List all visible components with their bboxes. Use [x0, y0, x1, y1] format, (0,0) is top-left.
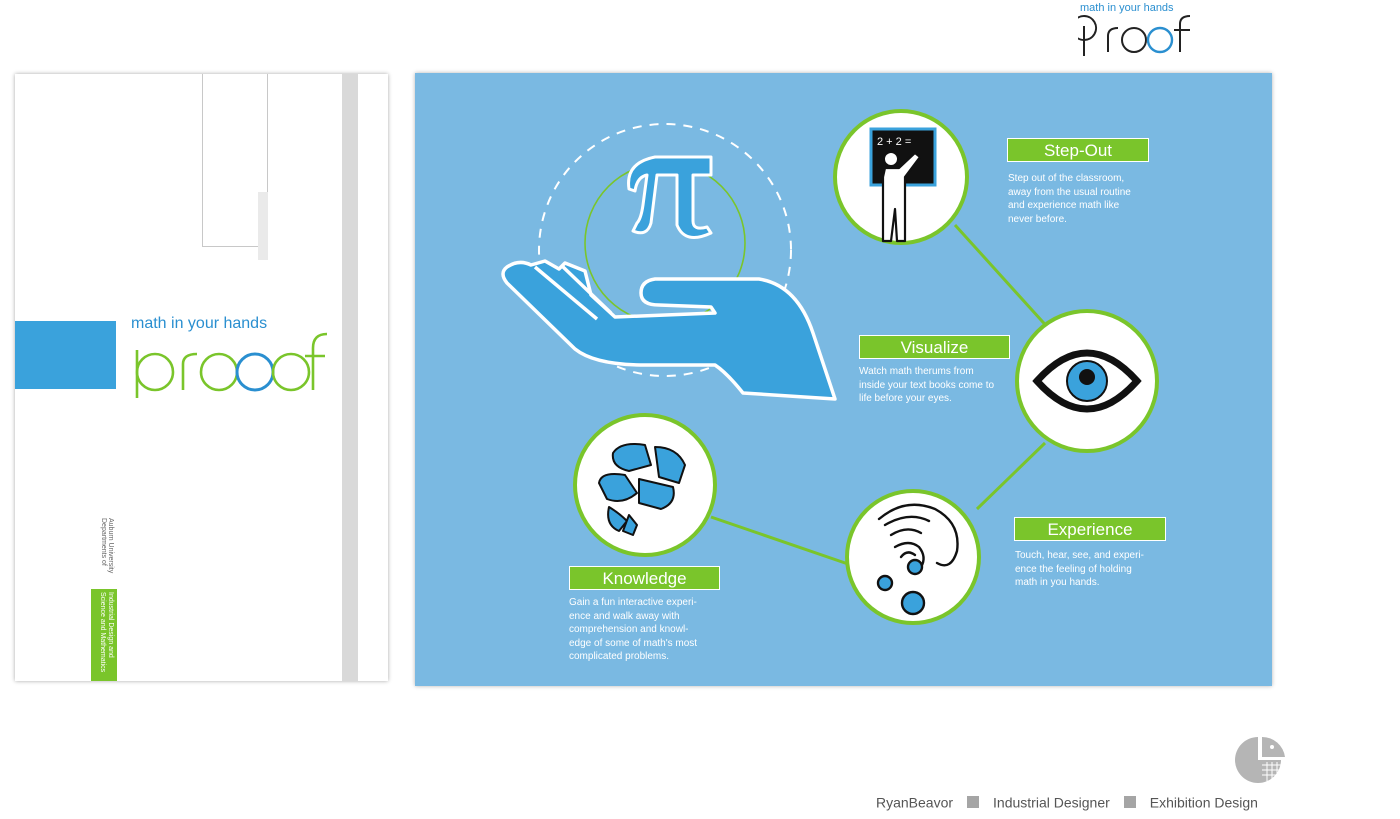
- visualize-description: Watch math therums from inside your text…: [859, 365, 994, 406]
- stepout-line-1: Step out of the classroom,: [1008, 173, 1125, 184]
- stepout-line-2: away from the usual routine: [1008, 186, 1131, 198]
- footer-project: Exhibition Design: [1149, 794, 1258, 811]
- eye-icon: [1032, 349, 1142, 413]
- visualize-line-3: life before your eyes.: [859, 393, 952, 405]
- stepout-label: Step-Out: [1007, 138, 1149, 162]
- exhibit-graphics: 2 + 2 =: [501, 109, 1159, 625]
- knowledge-line-4: edge of some of math's most: [569, 637, 698, 649]
- footer-credits: RyanBeavor Industrial Designer Exhibition …: [876, 793, 1258, 813]
- experience-description: Touch, hear, see, and experi- ence the f…: [1015, 549, 1144, 590]
- knowledge-line-1: Gain a fun interactive experi-: [569, 597, 697, 608]
- knowledge-line-5: complicated problems.: [569, 651, 670, 663]
- stepout-line-4: never before.: [1008, 213, 1067, 225]
- stepout-description: Step out of the classroom, away from the…: [1008, 172, 1131, 226]
- top-logo-wordmark-icon: [1078, 15, 1191, 56]
- cover-tab: [258, 192, 268, 260]
- booklet-cover: math in your hands Auburn University Dep…: [15, 74, 388, 681]
- knowledge-description: Gain a fun interactive experi- ence and …: [569, 596, 697, 664]
- visualize-line-2: inside your text books come to: [859, 379, 995, 391]
- connector-visualize-experience: [975, 441, 1047, 511]
- cover-vertical-text-1: Auburn University: [107, 518, 114, 574]
- hero-dashed-circle: [538, 123, 792, 377]
- cover-logo-tagline: math in your hands: [131, 315, 268, 332]
- pi-icon: [627, 155, 713, 239]
- exhibit-panel: 2 + 2 =: [415, 73, 1272, 686]
- cover-stripe: [342, 74, 358, 681]
- cover-vertical-text-2: Departments of: [100, 518, 107, 566]
- hand-icon: [501, 259, 837, 401]
- stepout-line-3: and experience math like: [1008, 200, 1120, 212]
- knowledge-line-2: ence and walk away with: [569, 610, 680, 622]
- cover-logo-wordmark-icon: [135, 332, 328, 398]
- knowledge-label: Knowledge: [569, 566, 720, 590]
- cover-vertical-text-4: Science and Mathematics: [99, 592, 106, 673]
- experience-line-1: Touch, hear, see, and experi-: [1015, 550, 1144, 561]
- brain-icon: [598, 443, 686, 536]
- designer-logo-icon: [1235, 736, 1285, 783]
- visualize-label: Visualize: [859, 335, 1010, 359]
- top-logo: math in your hands: [1078, 2, 1208, 58]
- experience-circle: [845, 489, 981, 625]
- connector-experience-knowledge: [710, 515, 852, 567]
- cover-green-strip: [91, 589, 117, 681]
- footer-role: Industrial Designer: [993, 794, 1110, 811]
- teacher-icon: 2 + 2 =: [869, 127, 937, 243]
- connector-stepout-visualize: [953, 223, 1053, 333]
- footer-separator-2: [1123, 796, 1136, 809]
- footer-name: RyanBeavor: [876, 794, 954, 811]
- cover-blue-bar: [15, 321, 116, 389]
- cover-logo: math in your hands: [131, 312, 331, 402]
- footer-separator-1: [967, 796, 980, 809]
- experience-label: Experience: [1014, 517, 1166, 541]
- experience-line-2: ence the feeling of holding: [1015, 563, 1132, 575]
- board-text: 2 + 2 =: [877, 136, 911, 148]
- cover-vertical-text-3: Industrial Design and: [107, 592, 114, 658]
- top-logo-tagline: math in your hands: [1080, 2, 1174, 14]
- experience-line-3: math in you hands.: [1015, 577, 1100, 589]
- knowledge-line-3: comprehension and knowl-: [569, 624, 689, 636]
- cover-frame: [202, 74, 268, 247]
- visualize-line-1: Watch math therums from: [859, 366, 974, 377]
- hand-touch-icon: [876, 503, 959, 616]
